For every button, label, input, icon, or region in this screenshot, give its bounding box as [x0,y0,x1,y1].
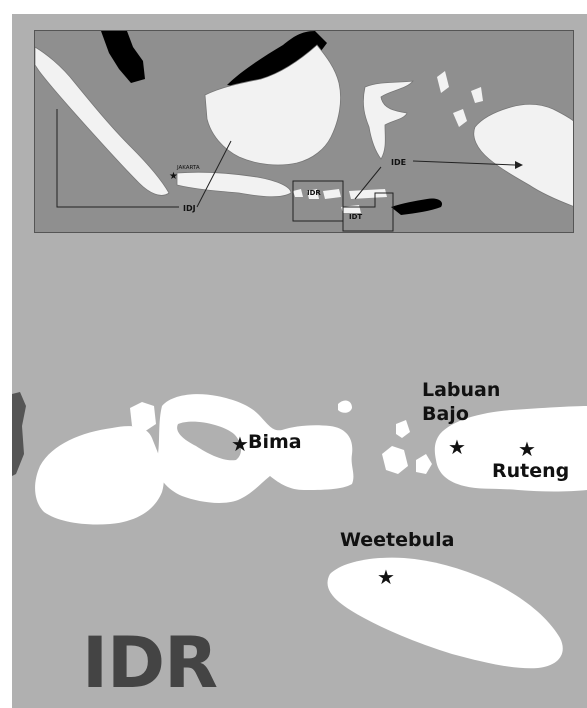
inset-map: ★ JAKARTA IDJ IDR IDT IDE [34,30,574,233]
star-labuan-bajo: ★ [448,435,466,459]
star-weetebula: ★ [377,565,395,589]
islet-1 [130,402,156,432]
inset-map-svg: ★ JAKARTA IDJ IDR IDT IDE [35,31,573,232]
star-ruteng: ★ [518,437,536,461]
jakarta-star: ★ [169,171,178,182]
region-code-label: IDR [82,622,218,704]
java [176,171,292,198]
papua [473,103,573,207]
idt-box [342,192,394,232]
inset-sumbawa [323,189,341,199]
bali-landmass [12,392,26,476]
city-label-labuan-line1: Labuan [422,379,500,401]
inset-lombok [307,189,319,199]
region-label-idj: IDJ [183,204,196,213]
city-label-weetebula: Weetebula [340,529,454,551]
islet-3 [382,446,408,474]
region-label-idt: IDT [349,213,362,221]
maluku-2 [437,71,449,93]
region-label-ide: IDE [391,158,406,167]
flores-island [434,406,587,492]
main-map-svg: ★ ★ ★ ★ Bima Labuan Bajo Ruteng Weetebul… [12,379,587,669]
inset-sumba [341,205,361,213]
sumbawa-island [156,394,354,503]
sumba-island [327,557,563,669]
ide-arrowhead [515,161,523,169]
maluku-3 [471,87,483,103]
sulawesi [362,80,414,160]
ide-leader-left [354,166,382,200]
idj-leader-right [196,140,232,208]
city-label-bima: Bima [248,431,302,453]
city-label-ruteng: Ruteng [492,460,569,482]
city-label-labuan: Labuan Bajo [422,379,507,425]
city-label-labuan-line2: Bajo [422,403,469,425]
inset-bali [293,189,303,197]
jakarta-label: JAKARTA [176,165,200,171]
star-bima: ★ [231,432,249,456]
borneo-north [227,31,327,89]
sumbawa-bay [177,421,242,461]
borneo-kalimantan [204,44,341,166]
islet-5 [416,454,432,474]
lombok-island [35,426,164,525]
region-label-idr: IDR [307,189,321,197]
inset-flores [349,189,387,199]
idr-box [292,180,344,222]
maluku-1 [453,109,467,127]
sumatra [35,46,170,196]
idj-leader-left [56,109,179,208]
ide-leader-right [412,160,516,166]
timor [391,198,443,215]
islet-4 [396,420,410,438]
islet-2 [338,400,352,413]
malay-peninsula [101,31,145,83]
